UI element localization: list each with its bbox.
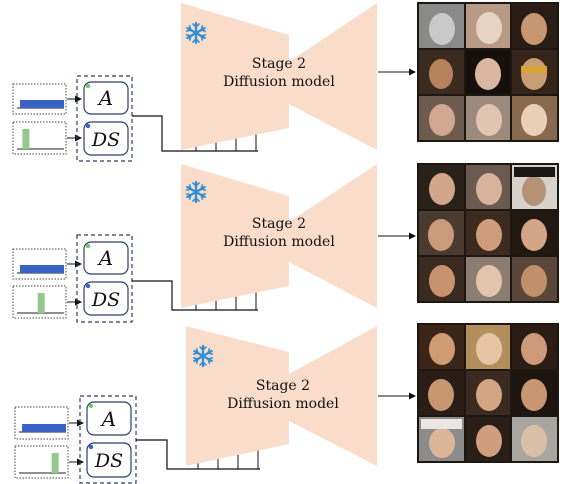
distribution-box-a [12,248,67,280]
condition-connector [132,280,258,311]
face-image-grid-icon [417,2,559,142]
token-ds-box [83,121,129,156]
panel-2: A DS Stage 2 Diffusion model [12,163,559,323]
token-ds-label: DS [91,129,120,151]
token-ds-box [83,281,129,316]
diffusion-model-shape [181,3,377,150]
token-a-box [86,401,132,436]
token-a-dot [88,403,94,409]
token-a-dot [85,243,91,249]
stage-label: Stage 2 [252,56,306,72]
condition-connector [136,439,260,470]
diffusion-model-shape [181,164,377,308]
condition-connector [132,115,258,152]
model-label: Diffusion model [223,74,335,90]
stage-label: Stage 2 [256,378,310,394]
token-ds-label: DS [91,289,120,311]
uniform-distribution-bar [22,424,66,432]
model-label: Diffusion model [223,234,335,250]
face-image-grid-icon [417,163,559,303]
uniform-distribution-bar [20,100,64,108]
token-a-box [83,81,129,115]
uniform-distribution-bar [20,265,64,273]
stage-label: Stage 2 [252,216,306,232]
token-a-label: A [97,246,113,270]
token-a-label: A [97,86,113,110]
token-ds-dot [85,283,91,289]
panel-1: A DS Stage 2 Diffusion model [12,2,559,162]
token-a-label: A [100,407,116,431]
diffusion-model-shape [186,326,377,466]
distribution-level-bar [22,129,30,149]
token-a-box [83,241,129,275]
distribution-level-bar [51,453,59,473]
token-a-dot [85,83,91,89]
model-label: Diffusion model [227,396,339,412]
token-ds-dot [85,123,91,129]
distribution-box-a [12,83,67,115]
panel-3: A DS Stage 2 Diffusion model [14,323,559,484]
distribution-level-bar [37,293,45,313]
distribution-box-a [14,406,69,440]
token-group-box [76,234,133,323]
token-ds-box [86,442,132,478]
token-ds-label: DS [94,450,123,472]
token-ds-dot [88,444,94,450]
face-image-grid-icon [417,323,559,463]
